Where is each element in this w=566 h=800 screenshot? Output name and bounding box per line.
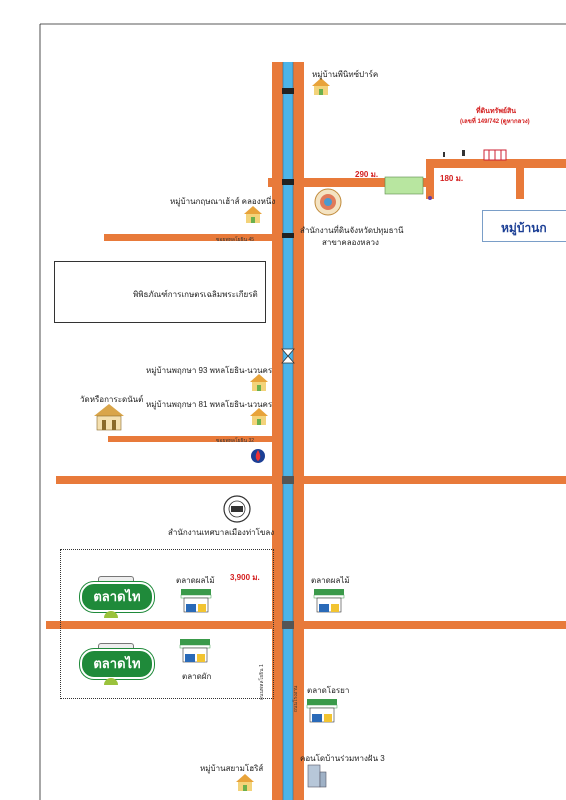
road-top-right (432, 159, 566, 168)
market-label-vegetable: ตลาดผัก (182, 672, 212, 681)
market-label-fruit-right: ตลาดผลไม้ (311, 576, 350, 585)
village-label-siam: หมู่บ้านสยามโฮริส์ (200, 764, 264, 773)
talad-thai-logo: ตลาดไท (80, 649, 154, 679)
house-icon (236, 774, 254, 791)
village-banner: หมู่บ้านก (482, 210, 566, 242)
road-main-cross-1 (56, 476, 566, 484)
crossing-3 (282, 233, 294, 238)
road-label-soi-32: ซอยพหลโยธิน 32 (216, 438, 255, 444)
property-marker (428, 196, 432, 200)
municipal-seal-icon (223, 495, 251, 523)
house-icon (250, 408, 268, 425)
talad-thai-leaf (104, 611, 118, 618)
market-label-otaya: ตลาดโอรยา (307, 686, 350, 695)
market-stall-icon (180, 589, 212, 613)
distance-290: 290 ม. (355, 170, 379, 179)
market-stall-icon (179, 639, 211, 663)
museum-legend-box: พิพิธภัณฑ์การเกษตรเฉลิมพระเกียรติ (54, 261, 266, 323)
village-banner-label: หมู่บ้านก (501, 221, 547, 235)
talad-thai-roof (98, 576, 134, 583)
municipal-office-label: สำนักงานเทศบาลเมืองท่าโขลง (168, 528, 275, 537)
talad-thai-area (60, 549, 274, 699)
crossing-4 (282, 476, 294, 484)
canal (283, 62, 293, 800)
market-stall-icon (306, 699, 338, 723)
land-office-label-1: สำนักงานที่ดินจังหวัดปทุมธานี (300, 226, 404, 235)
road-label-soi-45: ซอยพหลโยธิน 45 (216, 237, 255, 243)
road-soi-32 (108, 436, 280, 442)
market-label-fruit-left: ตลาดผลไม้ (176, 576, 215, 585)
talad-thai-roof (98, 643, 134, 650)
small-marker (462, 150, 465, 156)
break-mark (281, 348, 295, 364)
house-icon (250, 374, 268, 391)
house-icon (312, 78, 330, 95)
distance-180: 180 ม. (440, 174, 464, 183)
museum-label: พิพิธภัณฑ์การเกษตรเฉลิมพระเกียรติ (133, 290, 258, 299)
road-connector-2 (516, 159, 524, 199)
crossing-1 (282, 88, 294, 94)
condo-building-icon (307, 764, 327, 788)
road-main-cross-2 (46, 621, 566, 629)
village-label-kritsana: หมู่บ้านกฤษณาเฮ้าส์ คลองหนึ่ง (170, 197, 276, 206)
highway-right (293, 62, 304, 800)
village-label-phinits: หมู่บ้านพีนิทซ์ปาร์ค (312, 70, 379, 79)
crossing-5 (282, 621, 294, 629)
temple-icon (94, 404, 124, 431)
temple-label: วัดหรือการะดนันต์ (80, 395, 144, 404)
property-gate-icon (483, 149, 507, 161)
road-phinits (268, 178, 408, 187)
house-icon (244, 206, 262, 223)
road-label-side: ถนนโรงงาน (293, 685, 299, 712)
land-office-seal-icon (314, 188, 342, 216)
highlight-plot (384, 176, 424, 195)
highway-left (272, 62, 283, 800)
condo-label: คอนโดบ้านร่วมทางฝัน 3 (300, 754, 385, 763)
small-marker-2 (443, 152, 445, 157)
land-office-label-2: สาขาคลองหลวง (322, 238, 379, 247)
village-label-pruksa-81: หมู่บ้านพฤกษา 81 พหลโยธิน-นวนคร (146, 400, 273, 409)
talad-thai-logo: ตลาดไท (80, 582, 154, 612)
property-deed: (เลขที่ 149/742 (ดูหากลวง) (460, 119, 530, 125)
talad-thai-leaf (104, 678, 118, 685)
crossing-2 (282, 179, 294, 185)
village-label-pruksa-93: หมู่บ้านพฤกษา 93 พหลโยธิน-นวนคร (146, 366, 273, 375)
distance-3900: 3,900 ม. (230, 573, 260, 582)
market-stall-icon (313, 589, 345, 613)
property-title: ที่ดินทรัพย์สิน (476, 108, 517, 115)
road-soi-45 (104, 234, 280, 241)
gas-station-icon (251, 449, 265, 463)
